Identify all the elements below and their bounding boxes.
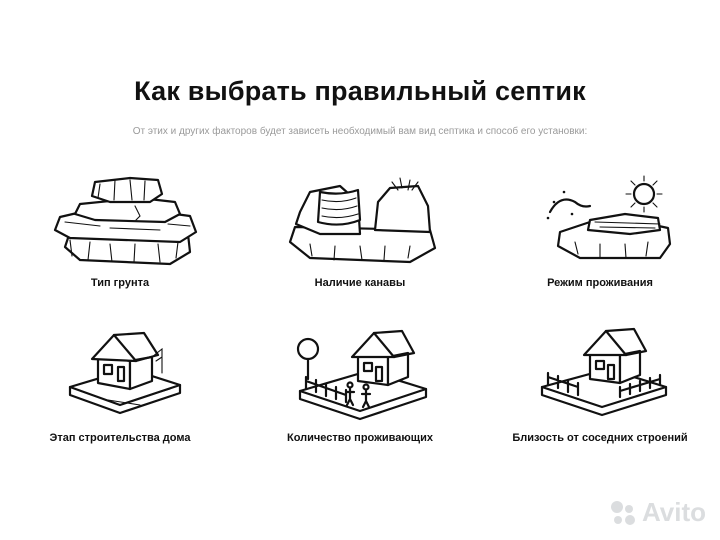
- factor-card-proximity: Близость от соседних строений: [480, 325, 720, 475]
- page-subtitle: От этих и других факторов будет зависеть…: [132, 126, 588, 137]
- factor-card-residents: Количество проживающих: [240, 325, 480, 475]
- soil-layers-icon: [53, 176, 198, 266]
- factor-card-ditch: Наличие канавы: [240, 172, 480, 322]
- factor-label-residence: Режим проживания: [547, 277, 653, 289]
- house-construction-icon: [68, 331, 182, 415]
- house-fence-icon: [540, 327, 668, 417]
- avito-watermark: Avito: [608, 497, 706, 528]
- page-title: Как выбрать правильный септик: [134, 76, 586, 106]
- factor-label-residents: Количество проживающих: [287, 432, 433, 444]
- factor-label-construction: Этап строительства дома: [49, 432, 191, 444]
- seasons-sun-icon: [546, 175, 672, 260]
- factor-label-soil: Тип грунта: [90, 277, 150, 289]
- avito-logo-icon: [610, 500, 635, 525]
- factor-label-proximity: Близость от соседних строений: [512, 432, 688, 444]
- factor-card-residence: Режим проживания: [480, 172, 720, 322]
- factor-label-ditch: Наличие канавы: [314, 277, 406, 289]
- factor-card-construction: Этап строительства дома: [0, 325, 240, 475]
- ditch-icon: [288, 177, 437, 264]
- watermark-text: Avito: [641, 497, 706, 527]
- factor-card-soil: Тип грунта: [0, 172, 240, 322]
- house-family-icon: [296, 329, 428, 421]
